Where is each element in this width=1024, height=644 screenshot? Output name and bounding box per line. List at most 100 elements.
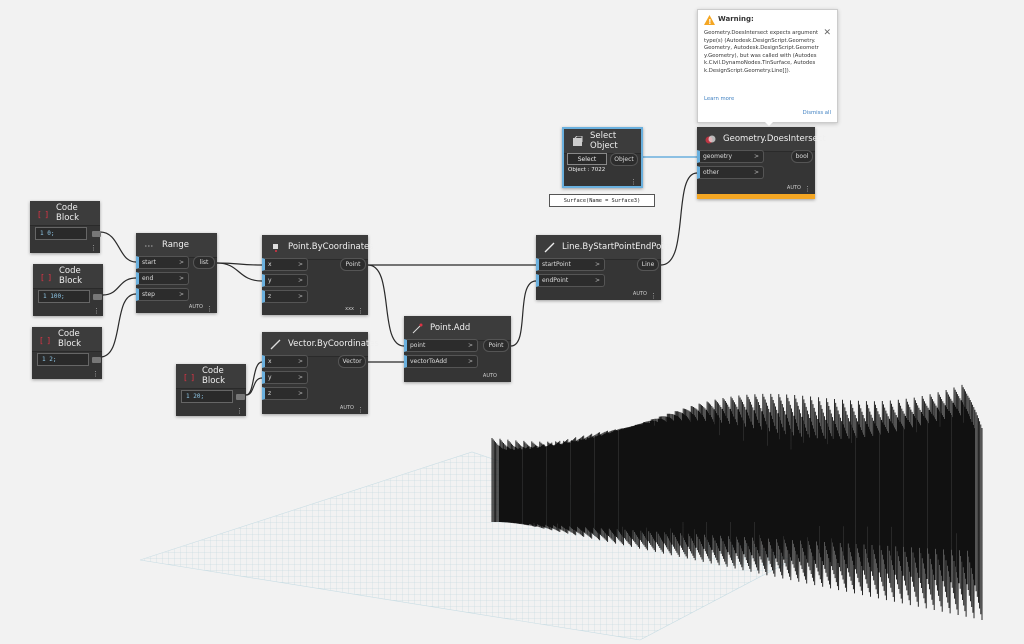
close-icon[interactable]: ✕ (823, 28, 831, 38)
node-menu-icon[interactable]: ⋮ (357, 406, 364, 414)
port-label: y (268, 374, 272, 381)
node-title: Point.ByCoordinates (288, 242, 374, 252)
input-port-start[interactable]: start > (136, 256, 189, 269)
port-label: geometry (703, 153, 733, 160)
point-by-coordinates-node[interactable]: Point.ByCoordinates x> y> z> Point xxx ⋮ (262, 235, 374, 315)
range-icon (144, 240, 155, 251)
output-port[interactable] (236, 394, 245, 400)
input-port-start-point[interactable]: startPoint > (536, 258, 605, 271)
port-label: other (703, 169, 719, 176)
node-header: Select Object (564, 129, 641, 154)
output-port-object[interactable]: Object (610, 153, 638, 166)
range-node[interactable]: Range start> end> step> list AUTO ⋮ (136, 233, 217, 313)
lacing-label: xxx (345, 306, 354, 312)
code-input[interactable]: 1 2; (37, 353, 89, 366)
port-label: z (268, 293, 272, 300)
chevron-right-icon: > (178, 259, 184, 266)
code-block-node[interactable]: [] Code Block 1 100; ⋮ (33, 264, 103, 316)
chevron-right-icon: > (594, 261, 600, 268)
lacing-label: AUTO (188, 304, 203, 310)
code-block-icon: [] (38, 208, 49, 219)
node-title: Code Block (202, 366, 225, 386)
input-port-y[interactable]: y> (262, 274, 308, 287)
node-menu-icon[interactable]: ⋮ (236, 407, 243, 415)
node-header: [] Code Block (176, 364, 246, 389)
input-port-step[interactable]: step> (136, 288, 189, 301)
code-block-node[interactable]: [] Code Block 1 2; ⋮ (32, 327, 102, 379)
learn-more-link[interactable]: Learn more (704, 96, 735, 102)
node-menu-icon[interactable]: ⋮ (93, 307, 100, 315)
input-port-end[interactable]: end> (136, 272, 189, 285)
code-block-icon: [] (40, 334, 51, 345)
chevron-right-icon: > (297, 374, 303, 381)
input-port-z[interactable]: z> (262, 387, 308, 400)
node-title: Geometry.DoesIntersect (723, 134, 826, 144)
input-port-x[interactable]: x> (262, 355, 308, 368)
svg-text:]: ] (48, 273, 51, 282)
node-header: Geometry.DoesIntersect (697, 127, 826, 152)
code-input[interactable]: 1 0; (35, 227, 87, 240)
preview-bubble: Surface(Name = Surface3) (549, 194, 655, 207)
vector-icon (270, 339, 281, 350)
output-port[interactable] (92, 357, 101, 363)
object-info: Object : 7022 (568, 167, 606, 173)
input-port-point[interactable]: point> (404, 339, 478, 352)
node-menu-icon[interactable]: ⋮ (90, 244, 97, 252)
svg-text:[: [ (40, 336, 43, 345)
input-port-z[interactable]: z> (262, 290, 308, 303)
node-menu-icon[interactable]: ⋮ (92, 370, 99, 378)
chevron-right-icon: > (297, 261, 303, 268)
chevron-right-icon: > (297, 358, 303, 365)
node-menu-icon[interactable]: ⋮ (804, 185, 811, 193)
output-port-point[interactable]: Point (483, 339, 509, 352)
port-label: startPoint (542, 261, 571, 268)
port-label: z (268, 390, 272, 397)
node-menu-icon[interactable]: ⋮ (630, 178, 637, 186)
svg-text:]: ] (191, 373, 194, 382)
geometry-does-intersect-node[interactable]: Geometry.DoesIntersect geometry> other> … (697, 127, 826, 199)
input-port-y[interactable]: y> (262, 371, 308, 384)
output-port-list[interactable]: list (193, 256, 215, 269)
chevron-right-icon: > (594, 277, 600, 284)
warning-bar (697, 194, 815, 199)
input-port-geometry[interactable]: geometry> (697, 150, 764, 163)
port-label: x (268, 358, 272, 365)
select-button[interactable]: Select (567, 153, 607, 165)
output-port[interactable] (92, 231, 101, 237)
input-port-vector-to-add[interactable]: vectorToAdd> (404, 355, 478, 368)
node-menu-icon[interactable]: ⋮ (357, 307, 364, 315)
input-port-other[interactable]: other> (697, 166, 764, 179)
lacing-label: AUTO (786, 185, 801, 191)
code-input[interactable]: 1 20; (181, 390, 233, 403)
select-object-node[interactable]: Select Object Select Object Object : 702… (562, 127, 643, 188)
code-block-icon: [] (41, 271, 52, 282)
node-menu-icon[interactable]: ⋮ (650, 292, 657, 300)
port-label: y (268, 277, 272, 284)
select-object-icon (572, 135, 583, 147)
node-header: [] Code Block (33, 264, 103, 289)
code-input[interactable]: 1 100; (38, 290, 90, 303)
intersect-icon (705, 134, 716, 145)
code-block-node[interactable]: [] Code Block 1 0; ⋮ (30, 201, 101, 253)
port-label: start (142, 259, 156, 266)
node-menu-icon[interactable]: ⋮ (206, 305, 213, 313)
node-header: Line.ByStartPointEndPoint (536, 235, 672, 260)
vector-by-coordinates-node[interactable]: Vector.ByCoordinates x> y> z> Vector AUT… (262, 332, 379, 414)
lacing-label: AUTO (632, 291, 647, 297)
point-add-node[interactable]: Point.Add point> vectorToAdd> Point AUTO (404, 316, 511, 382)
warning-title: Warning: (718, 15, 754, 23)
output-port-vector[interactable]: Vector (338, 355, 366, 368)
svg-text:[: [ (41, 273, 44, 282)
code-block-node[interactable]: [] Code Block 1 20; ⋮ (176, 364, 246, 416)
output-port-bool[interactable]: bool (791, 150, 813, 163)
point-add-icon (412, 323, 423, 334)
input-port-end-point[interactable]: endPoint> (536, 274, 605, 287)
line-by-start-point-end-point-node[interactable]: Line.ByStartPointEndPoint startPoint > en… (536, 235, 672, 300)
output-port[interactable] (93, 294, 102, 300)
output-port-line[interactable]: Line (637, 258, 659, 271)
point-icon (270, 242, 281, 253)
input-port-x[interactable]: x> (262, 258, 308, 271)
output-port-point[interactable]: Point (340, 258, 366, 271)
dismiss-all-link[interactable]: Dismiss all (802, 110, 831, 116)
